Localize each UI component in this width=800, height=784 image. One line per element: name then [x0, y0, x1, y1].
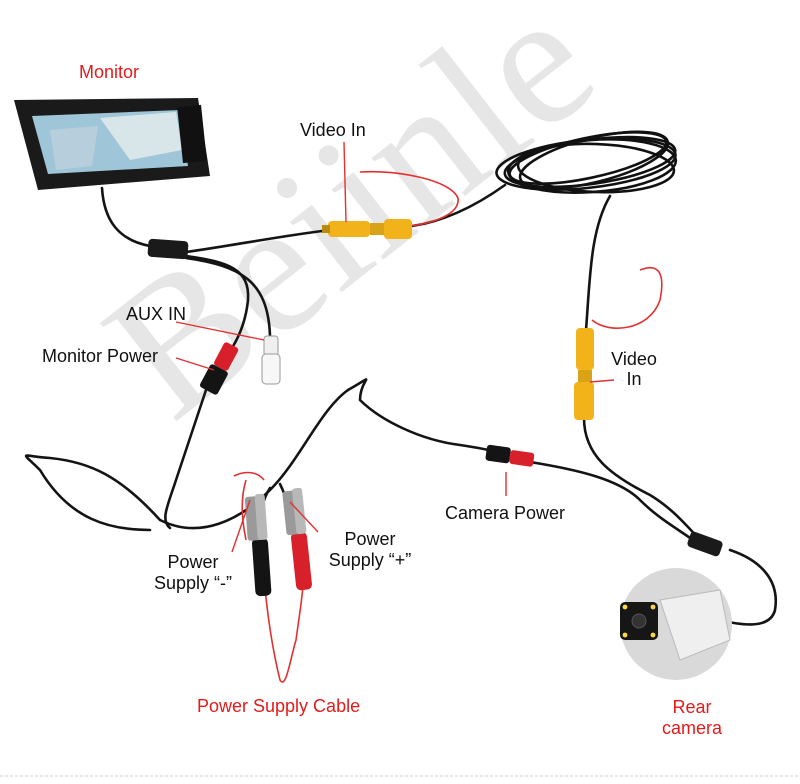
label-video-in-right-1: Video — [611, 349, 657, 369]
label-monitor: Monitor — [79, 62, 140, 82]
video-in-connector-right — [574, 328, 594, 420]
label-aux-in: AUX IN — [126, 304, 187, 324]
clip-positive — [282, 487, 312, 591]
label-power-supply-cable: Power Supply Cable — [197, 696, 361, 716]
leader-lines — [175, 141, 615, 553]
label-video-in-top: Video In — [300, 120, 366, 140]
label-rear-camera-1: Rear — [672, 697, 712, 717]
label-rear-camera-2: camera — [661, 718, 723, 738]
black-cables — [24, 183, 778, 626]
label-power-supply-pos-2: Supply “+” — [328, 550, 412, 570]
monitor-device — [14, 98, 210, 190]
label-video-in-right-2: In — [626, 369, 642, 389]
camera-power-connector — [485, 444, 535, 467]
aux-in-connector — [261, 335, 281, 385]
label-power-supply-neg-1: Power — [167, 552, 219, 572]
red-wires — [233, 170, 663, 683]
label-monitor-power: Monitor Power — [42, 346, 159, 366]
label-camera-power: Camera Power — [445, 503, 566, 523]
video-in-connector-top — [322, 219, 412, 239]
rear-camera — [620, 568, 732, 680]
cable-splitter — [147, 238, 189, 260]
label-power-supply-neg-2: Supply “-” — [153, 573, 233, 593]
camera-cable-junction — [687, 531, 723, 557]
clip-negative — [244, 493, 272, 597]
label-power-supply-pos-1: Power — [344, 529, 396, 549]
monitor-power-connector — [200, 342, 239, 395]
cable-coil — [495, 130, 678, 194]
